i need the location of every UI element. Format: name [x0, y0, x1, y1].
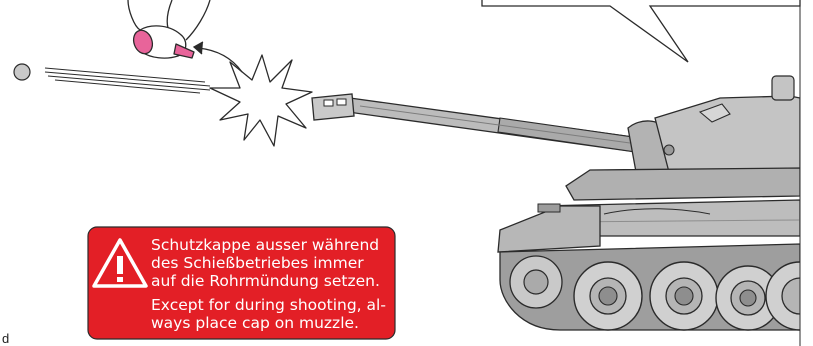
warning-de-line2: des Schießbetriebes immer [151, 254, 364, 272]
callout-box [482, 0, 800, 62]
muzzle-flash [210, 55, 312, 146]
gun-barrel [312, 94, 640, 152]
projectile [14, 64, 210, 93]
warning-en-line2: ways place cap on muzzle. [151, 314, 359, 332]
road-wheels [574, 262, 813, 330]
warning-en-line1: Except for during shooting, al- [151, 296, 386, 314]
warning-de-line1: Schutzkappe ausser während [151, 236, 379, 254]
warning-label: Schutzkappe ausser während des Schießbet… [88, 227, 395, 339]
warning-de-line3: auf die Rohrmündung setzen. [151, 272, 380, 290]
edge-text-fragment: d [2, 331, 9, 346]
